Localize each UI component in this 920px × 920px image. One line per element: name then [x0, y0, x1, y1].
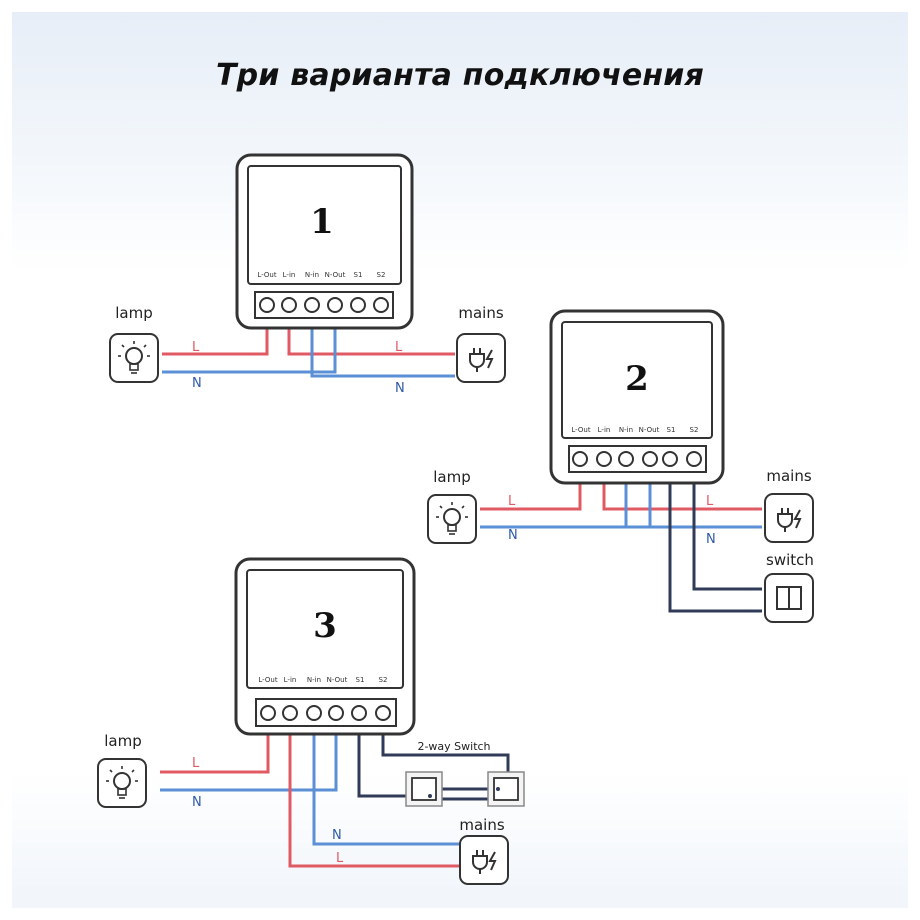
wire-label-n: N	[395, 381, 405, 396]
two-way-switch-label: 2-way Switch	[417, 740, 490, 753]
terminal-label: L-Out	[258, 676, 277, 684]
lamp-icon	[97, 758, 147, 808]
terminal-label: S2	[690, 426, 699, 434]
mains-label: mains	[458, 304, 503, 322]
page-title: Три варианта подключения	[216, 58, 704, 93]
terminal-label: N-in	[305, 271, 319, 279]
device-1: 1 L-Out L-in N-in N-Out S1 S2	[235, 153, 414, 330]
mains-label: mains	[459, 816, 504, 834]
wire-label-n: N	[332, 828, 342, 843]
terminal-label: N-in	[307, 676, 321, 684]
device-2: 2 L-Out L-in N-in N-Out S1 S2	[549, 309, 725, 485]
switch-icon	[764, 573, 814, 623]
terminal-label: N-Out	[327, 676, 348, 684]
lamp-label: lamp	[433, 468, 471, 486]
terminal-label: L-in	[284, 676, 297, 684]
wire-label-n: N	[192, 795, 202, 810]
terminal-label: L-in	[598, 426, 611, 434]
device-1-number: 1	[310, 202, 334, 242]
terminal-label: S2	[377, 271, 386, 279]
wire-label-l: L	[192, 756, 200, 771]
terminal-label: S1	[354, 271, 363, 279]
plug-icon	[764, 493, 814, 543]
terminal-label: S1	[667, 426, 676, 434]
plug-icon	[459, 835, 509, 885]
terminal-label: L-Out	[257, 271, 276, 279]
terminal-label: S2	[379, 676, 388, 684]
diagram-2: 2 L-Out L-in N-in N-Out S1 S2 L L N N la…	[427, 309, 814, 623]
diagram-3: 3 L-Out L-in N-in N-Out S1 S2 2-way Swit…	[97, 557, 525, 885]
lamp-label: lamp	[115, 304, 153, 322]
wire-label-n: N	[706, 532, 716, 547]
lamp-icon	[109, 333, 159, 383]
background	[12, 12, 908, 908]
diagram-1: 1 L-Out L-in N-in N-Out S1 S2 L L N N la…	[109, 153, 506, 396]
wire-label-l: L	[706, 494, 714, 509]
wire-label-n: N	[508, 528, 518, 543]
diagram-3-wires	[160, 713, 510, 868]
terminal-label: N-Out	[639, 426, 660, 434]
device-2-number: 2	[625, 359, 649, 399]
lamp-label: lamp	[104, 732, 142, 750]
mains-label: mains	[766, 467, 811, 485]
terminal-label: S1	[356, 676, 365, 684]
switch-label: switch	[766, 551, 814, 569]
wire-label-l: L	[395, 340, 403, 355]
diagram-2-wires	[480, 459, 762, 613]
terminal-label: N-Out	[325, 271, 346, 279]
terminal-label: N-in	[619, 426, 633, 434]
terminal-label: L-in	[283, 271, 296, 279]
wire-label-l: L	[192, 340, 200, 355]
terminal-label: L-Out	[571, 426, 590, 434]
plug-icon	[456, 333, 506, 383]
two-way-switch-icon	[405, 771, 525, 807]
wire-label-n: N	[192, 376, 202, 391]
lamp-icon	[427, 494, 477, 544]
wire-label-l: L	[508, 494, 516, 509]
wire-label-l: L	[336, 851, 344, 866]
device-3-number: 3	[313, 606, 337, 646]
device-3: 3 L-Out L-in N-in N-Out S1 S2	[234, 557, 416, 736]
